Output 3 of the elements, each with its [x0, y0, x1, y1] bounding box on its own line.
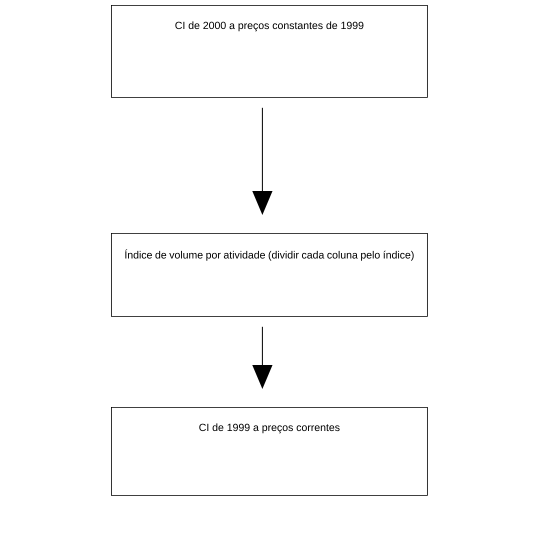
process-box: Índice de volume por atividade (dividir cada coluna pelo índice): [111, 233, 428, 317]
process-box: CI de 2000 a preços constantes de 1999: [111, 5, 428, 98]
process-box: CI de 1999 a preços correntes: [111, 407, 428, 496]
